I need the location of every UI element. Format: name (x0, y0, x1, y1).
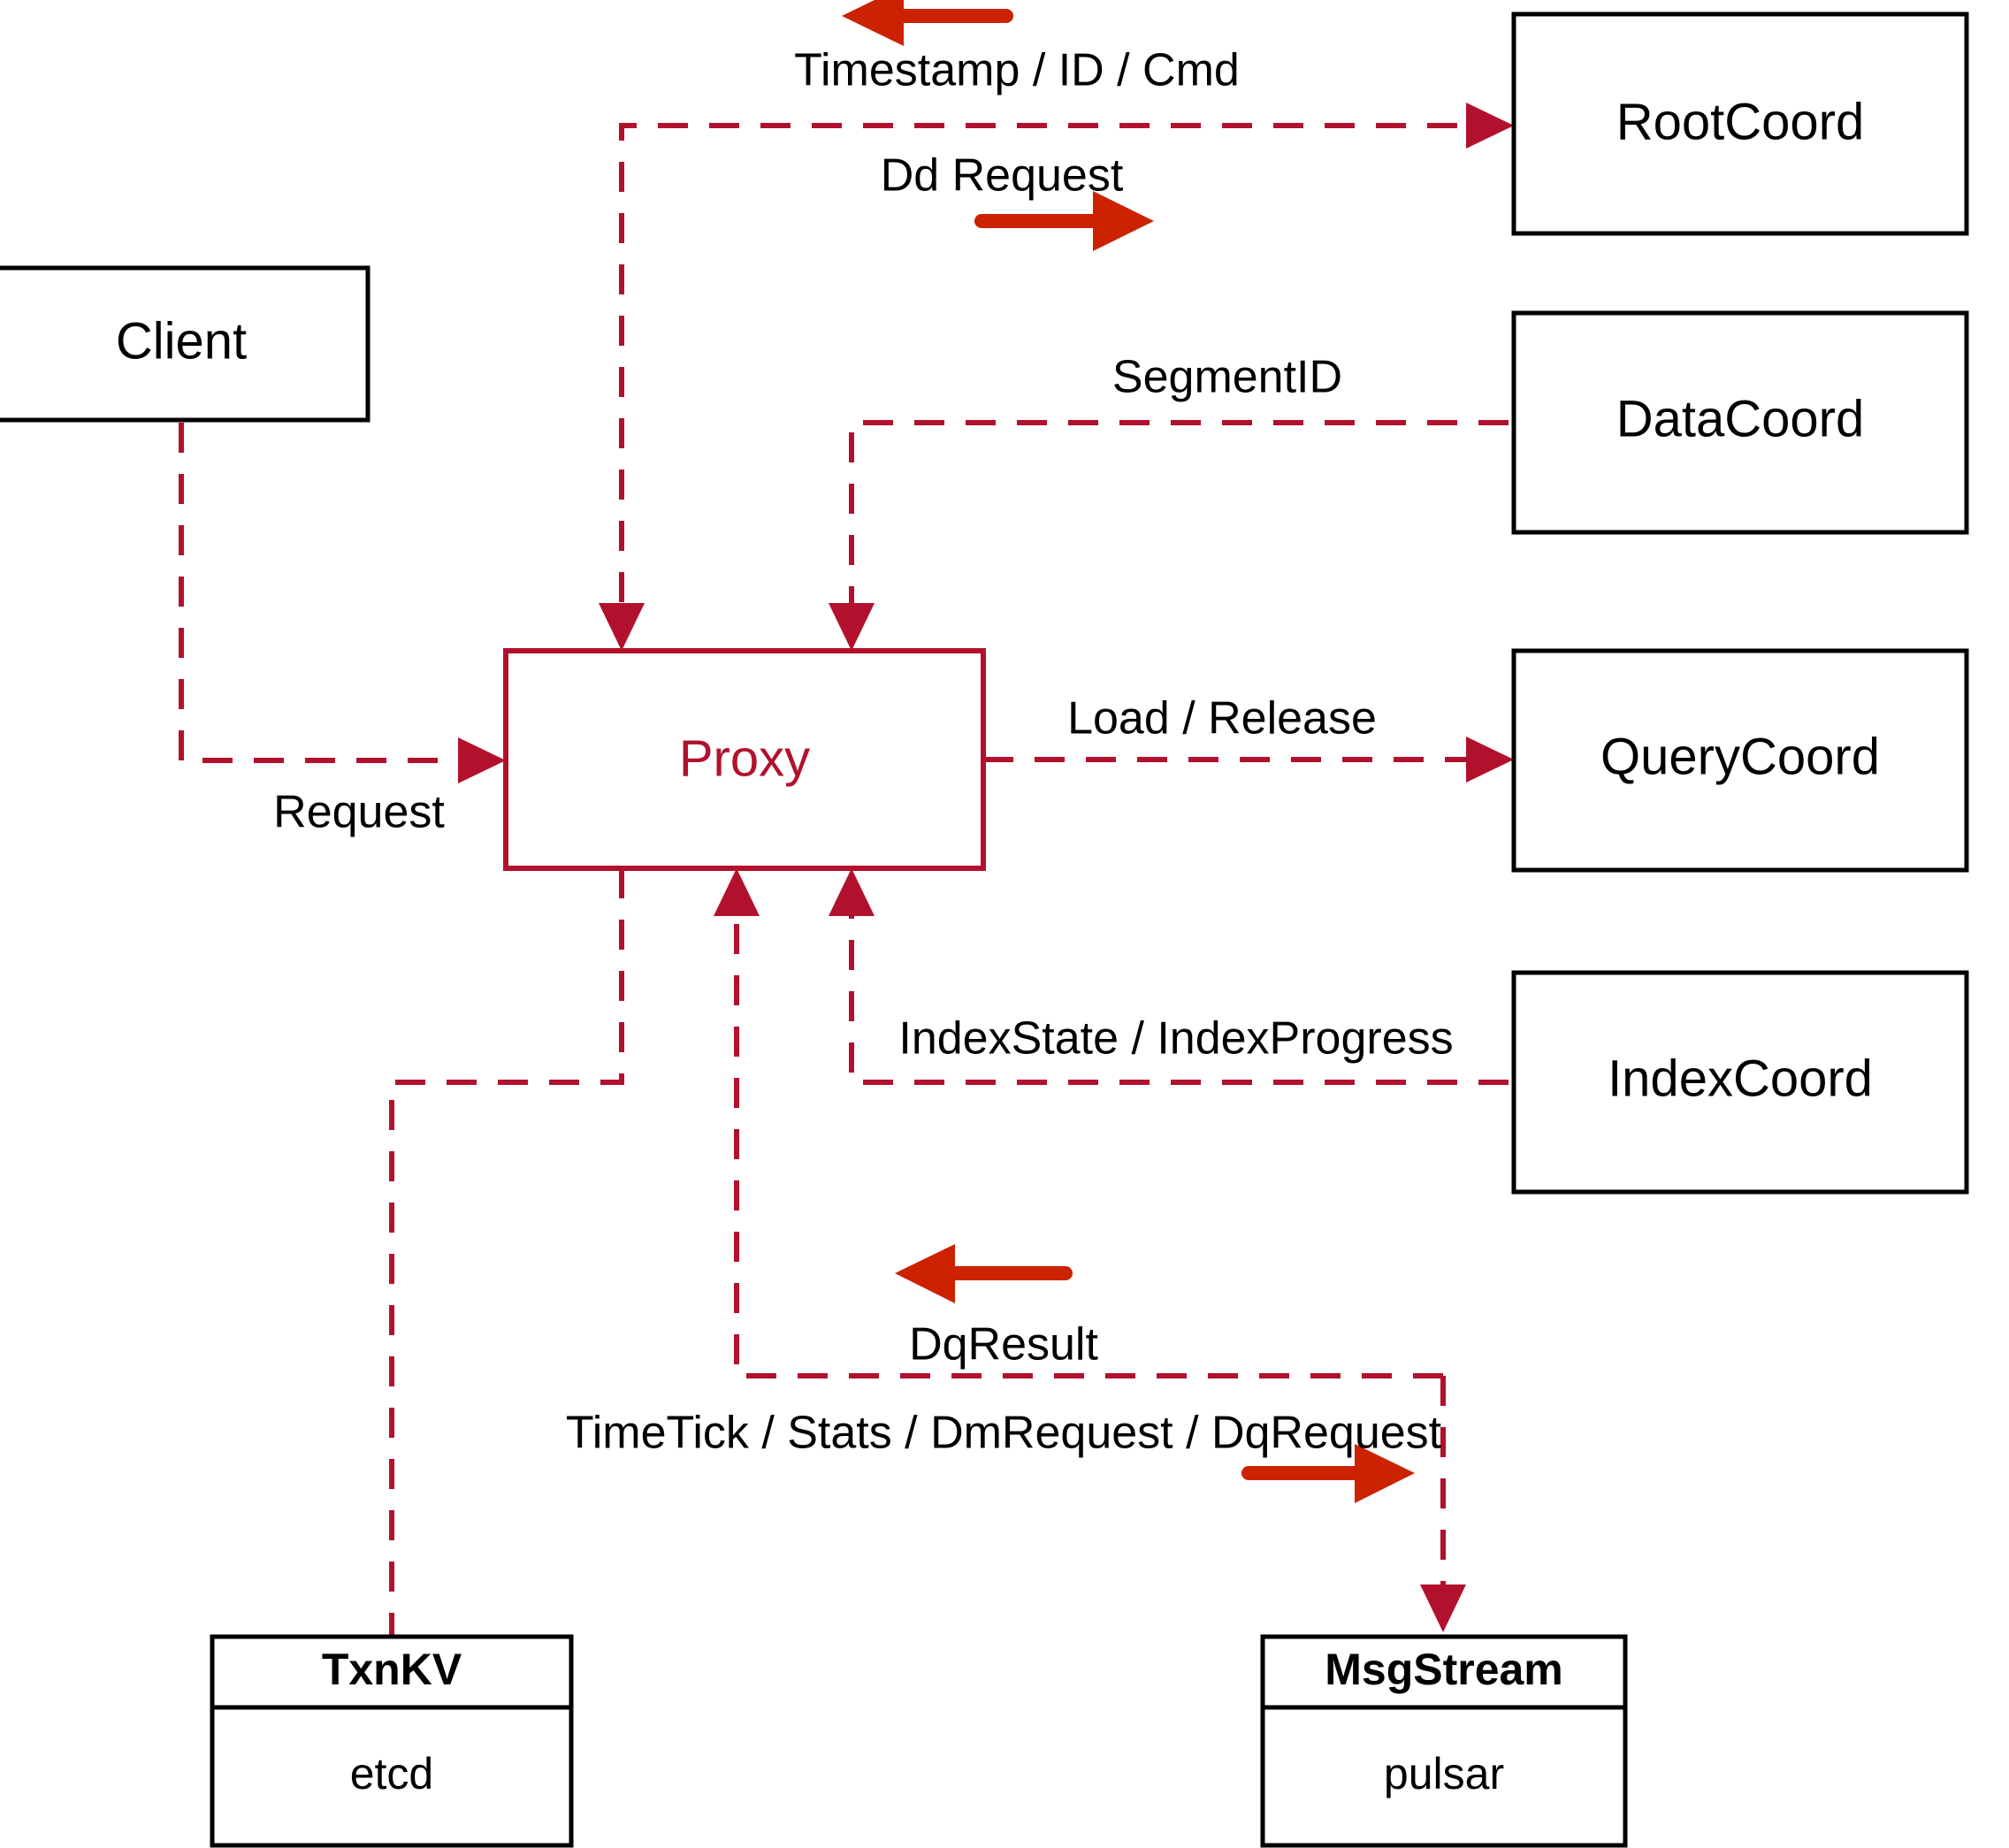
edge-label-dqrequest: TimeTick / Stats / DmRequest / DqRequest (566, 1408, 1442, 1459)
node-rootcoord[interactable]: RootCoord (1511, 11, 1969, 236)
node-proxy-label: Proxy (679, 729, 810, 787)
node-txnkv-box (210, 1634, 574, 1848)
edge-segmentid-path (829, 420, 1509, 651)
node-msgstream-label: MsgStream (1325, 1645, 1563, 1694)
node-proxy-box (503, 648, 986, 871)
node-datacoord[interactable]: DataCoord (1511, 310, 1969, 535)
timestamp-direction-arrow (842, 0, 1013, 46)
node-client[interactable]: Client (0, 265, 370, 423)
edge-label-loadrelease: Load / Release (1067, 693, 1377, 745)
edge-ddrequest-arrowhead (1466, 103, 1514, 149)
node-client-box (0, 265, 370, 423)
edge-timestamp-line (619, 123, 1509, 619)
edge-label-request: Request (273, 787, 445, 838)
node-txnkv-label: TxnKV (322, 1645, 462, 1694)
edge-dqresult-arrowhead (714, 868, 760, 916)
ddrequest-direction-arrow (974, 191, 1154, 251)
timestamp-arrow-head (842, 0, 904, 46)
edge-dqresult-line (734, 902, 1443, 1378)
edge-request-path (179, 423, 506, 783)
edge-label-ddrequest: Dd Request (881, 150, 1124, 202)
ddrequest-arrow-head (1093, 191, 1154, 251)
dqresult-arrow-head (895, 1244, 955, 1303)
node-msgstream-box (1260, 1634, 1628, 1848)
node-txnkv[interactable]: TxnKV etcd (210, 1634, 574, 1848)
dqrequest-direction-arrow (1241, 1444, 1415, 1503)
node-indexcoord[interactable]: IndexCoord (1511, 970, 1969, 1195)
edge-segmentid-arrowhead (829, 603, 875, 651)
edge-loadrelease-arrowhead (1466, 737, 1514, 783)
edge-request-arrowhead (458, 737, 506, 783)
node-client-label: Client (116, 312, 247, 370)
dqresult-direction-arrow (895, 1244, 1073, 1303)
node-querycoord-box (1511, 648, 1969, 873)
edge-dqresult-path (714, 868, 1443, 1378)
edge-label-segmentid: SegmentID (1112, 352, 1342, 403)
edge-timestamp-arrowhead (599, 603, 645, 651)
edge-request-line (179, 423, 460, 763)
edge-segmentid-line (849, 420, 1509, 619)
node-msgstream[interactable]: MsgStream pulsar (1260, 1634, 1628, 1848)
edge-indexstate-path (829, 868, 1509, 1085)
edge-loadrelease-path (983, 737, 1514, 783)
node-indexcoord-box (1511, 970, 1969, 1195)
node-datacoord-box (1511, 310, 1969, 535)
dqrequest-arrow-head (1355, 1444, 1415, 1503)
node-proxy[interactable]: Proxy (503, 648, 986, 871)
edge-indexstate-line (849, 902, 1509, 1085)
node-datacoord-label: DataCoord (1616, 390, 1864, 447)
edge-label-indexstate: IndexState / IndexProgress (898, 1013, 1453, 1065)
edge-ddrequest-path (1466, 103, 1514, 149)
node-msgstream-sublabel: pulsar (1384, 1749, 1504, 1798)
edge-label-timestamp: Timestamp / ID / Cmd (794, 45, 1240, 96)
node-rootcoord-label: RootCoord (1616, 93, 1864, 150)
node-indexcoord-label: IndexCoord (1608, 1050, 1873, 1107)
node-querycoord[interactable]: QueryCoord (1511, 648, 1969, 873)
node-rootcoord-box (1511, 11, 1969, 236)
edge-txnkv-path (389, 868, 624, 1637)
edge-dqrequest-path (1420, 1376, 1466, 1632)
edge-label-dqresult: DqResult (909, 1319, 1098, 1371)
node-querycoord-label: QueryCoord (1600, 728, 1880, 785)
edge-timestamp-path (599, 123, 1509, 651)
node-txnkv-sublabel: etcd (350, 1749, 434, 1798)
edge-txnkv-line (389, 868, 624, 1637)
edge-indexstate-arrowhead (829, 868, 875, 916)
edge-dqrequest-arrowhead (1420, 1585, 1466, 1632)
